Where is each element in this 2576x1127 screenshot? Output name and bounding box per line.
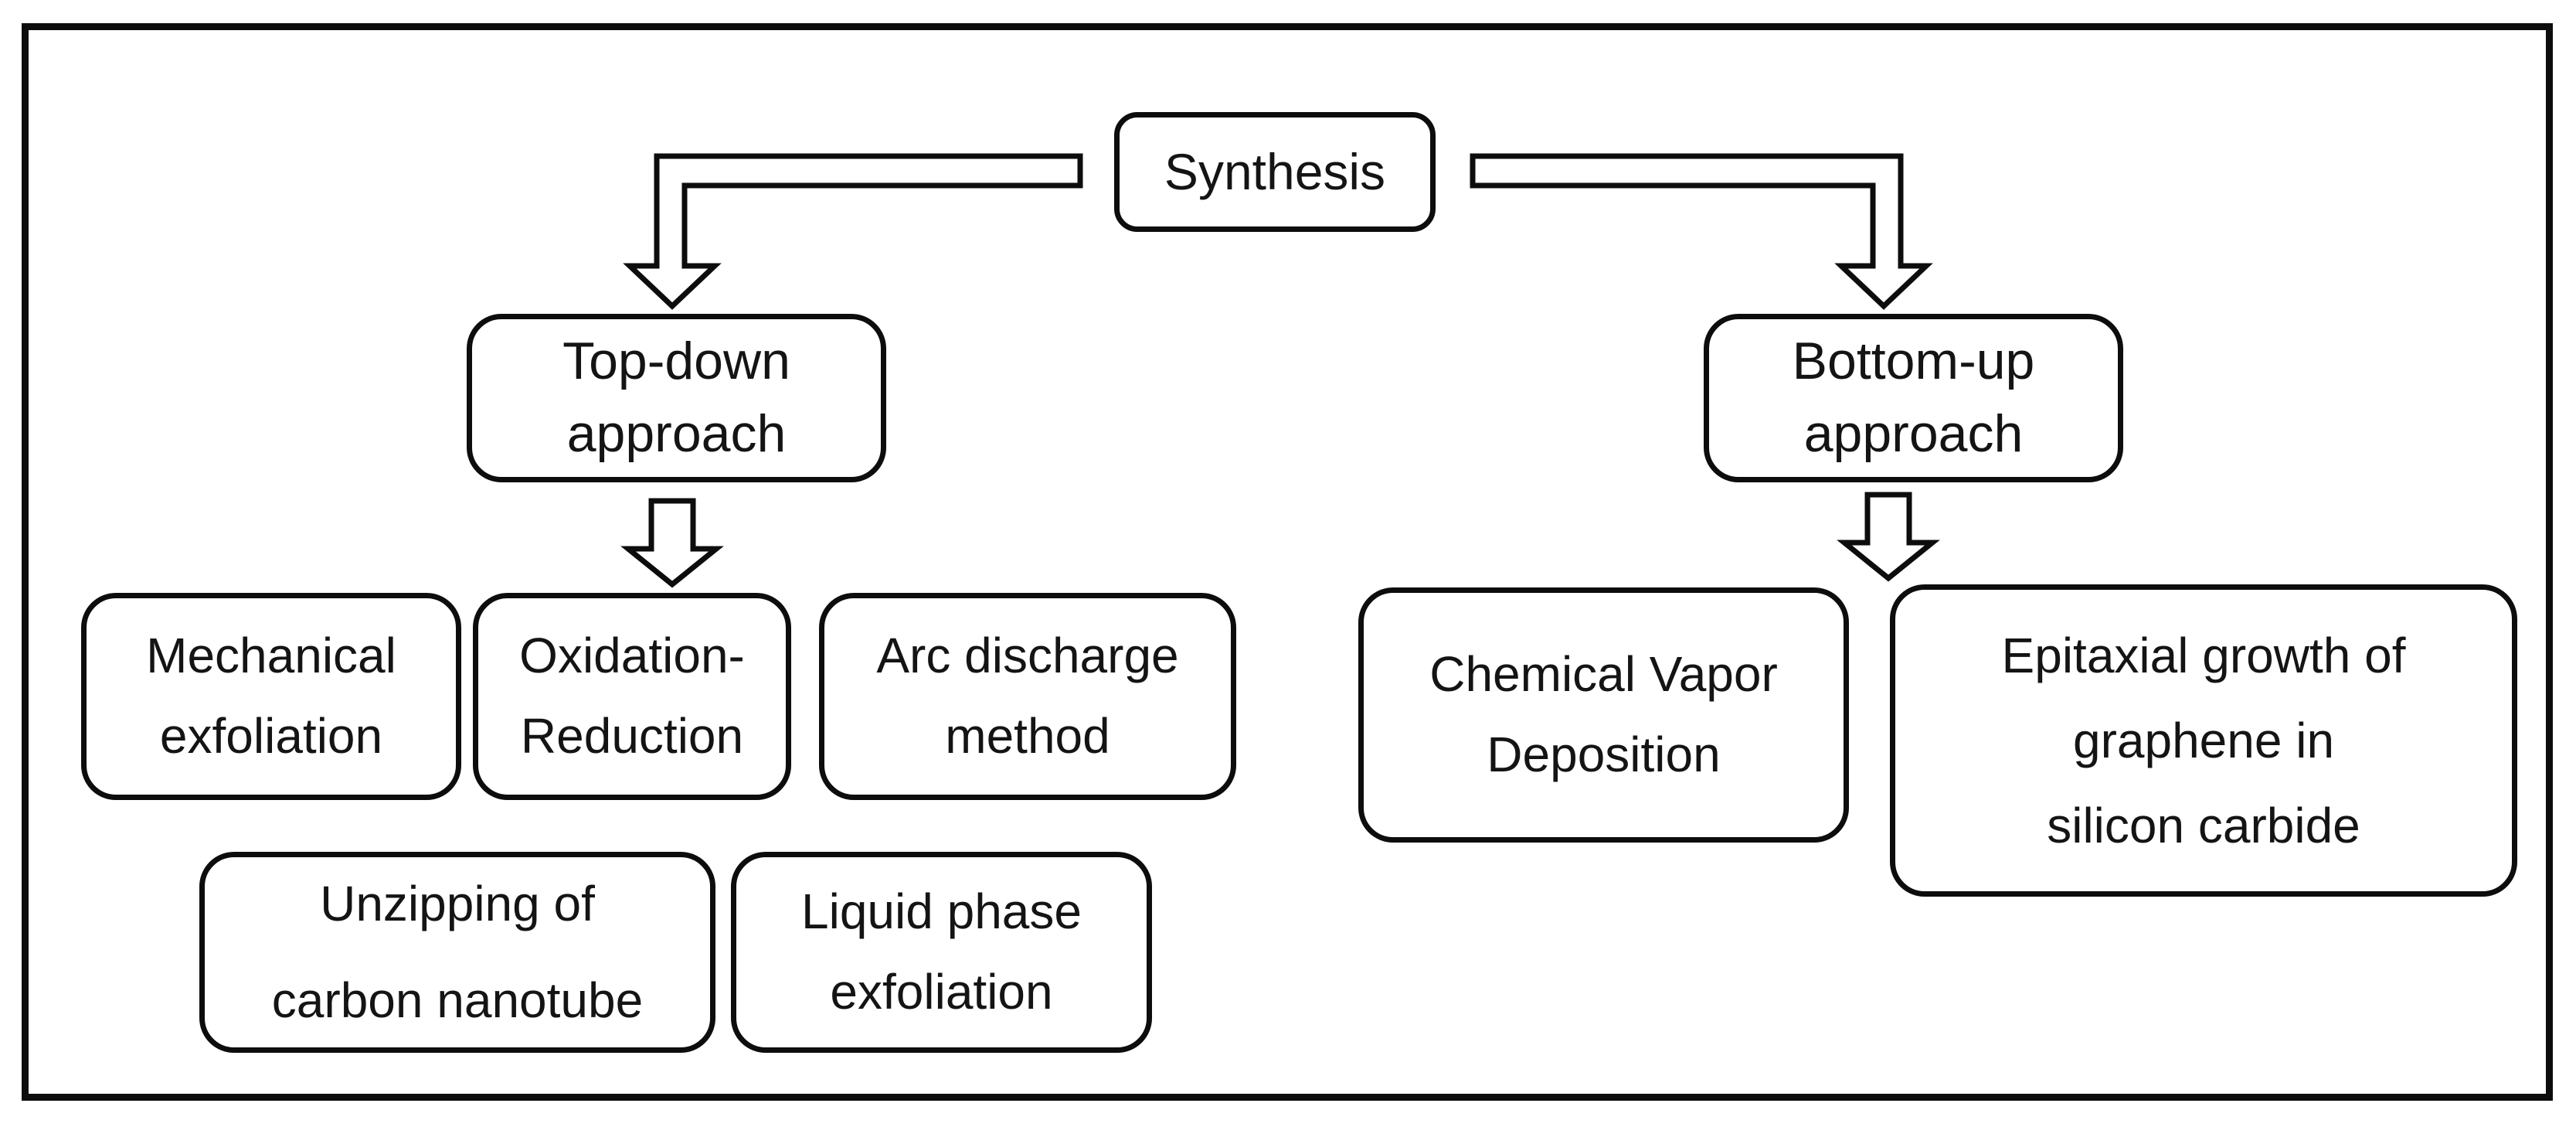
- node-cvd-line2: Deposition: [1487, 727, 1721, 782]
- connector-synthesis-to-bottom-up-arrow: [1470, 153, 1933, 310]
- connector-synthesis-to-top-down-arrow: [623, 153, 1083, 310]
- node-unzipping-carbon-nanotube: Unzipping of carbon nanotube: [199, 852, 715, 1053]
- node-synthesis: Synthesis: [1114, 112, 1436, 232]
- node-mechanical-exfoliation: Mechanical exfoliation: [81, 593, 461, 800]
- node-top-down-line2: approach: [566, 404, 787, 463]
- node-unzipping-line1: Unzipping of: [320, 876, 595, 932]
- node-top-down-line1: Top-down: [562, 332, 790, 391]
- node-liquid-phase-line1: Liquid phase: [801, 884, 1082, 940]
- node-mechanical-exfoliation-line1: Mechanical: [146, 628, 396, 684]
- node-arc-discharge-line1: Arc discharge: [876, 628, 1179, 684]
- node-epitaxial-line2: graphene in: [2072, 712, 2335, 768]
- node-chemical-vapor-deposition: Chemical Vapor Deposition: [1358, 587, 1849, 843]
- node-synthesis-label: Synthesis: [1164, 143, 1386, 201]
- node-oxidation-reduction-line1: Oxidation-: [519, 628, 745, 684]
- node-epitaxial-line3: silicon carbide: [2047, 798, 2360, 854]
- node-oxidation-reduction: Oxidation- Reduction: [473, 593, 791, 800]
- diagram-frame: [22, 23, 2553, 1101]
- node-liquid-phase-line2: exfoliation: [830, 964, 1053, 1020]
- node-epitaxial-growth-silicon-carbide: Epitaxial growth of graphene in silicon …: [1890, 584, 2517, 897]
- node-cvd-line1: Chemical Vapor: [1429, 646, 1778, 703]
- node-bottom-up-approach: Bottom-up approach: [1704, 314, 2123, 482]
- node-bottom-up-line1: Bottom-up: [1792, 332, 2035, 391]
- node-unzipping-line2: carbon nanotube: [271, 972, 644, 1028]
- node-bottom-up-line2: approach: [1803, 404, 2024, 463]
- node-arc-discharge-method: Arc discharge method: [819, 593, 1236, 800]
- node-liquid-phase-exfoliation: Liquid phase exfoliation: [731, 852, 1152, 1053]
- arrow-bottom-up-to-methods: [1837, 492, 1940, 582]
- node-mechanical-exfoliation-line2: exfoliation: [159, 708, 383, 764]
- node-epitaxial-line1: Epitaxial growth of: [2001, 627, 2406, 683]
- arrow-top-down-to-methods: [620, 498, 724, 588]
- node-arc-discharge-line2: method: [945, 708, 1110, 764]
- node-top-down-approach: Top-down approach: [467, 314, 886, 482]
- node-oxidation-reduction-line2: Reduction: [520, 708, 744, 764]
